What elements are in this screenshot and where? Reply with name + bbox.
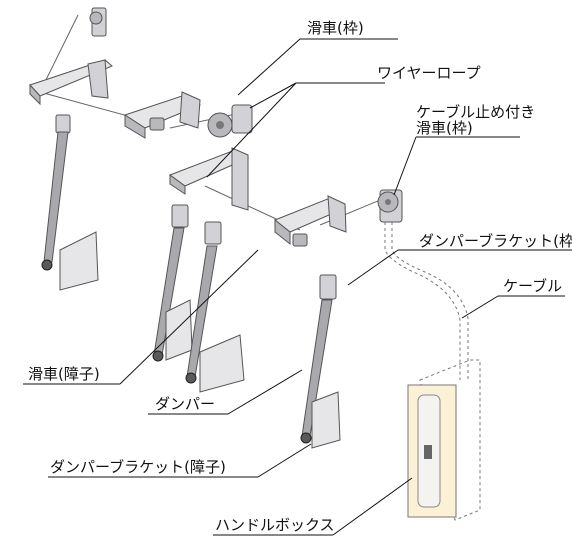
label-damper-bracket-sash: ダンパーブラケット(障子)	[50, 458, 226, 476]
label-cable-stop-pulley-line1: ケーブル止め付き	[416, 103, 535, 121]
handle-box	[407, 359, 481, 521]
top-left-pulley-assembly	[29, 7, 113, 106]
label-damper-bracket-frame: ダンパーブラケット(枠	[419, 232, 572, 250]
label-cable-stop-pulley-line2: 滑車(枠)	[416, 119, 473, 137]
label-handle-box: ハンドルボックス	[215, 516, 335, 534]
cable-stop-pulley	[377, 189, 403, 223]
label-damper: ダンパー	[155, 395, 215, 413]
center-bracket	[168, 147, 250, 211]
right-damper-assembly	[300, 274, 341, 449]
center-damper-pair	[152, 204, 245, 393]
label-pulley-frame: 滑車(枠)	[307, 19, 364, 37]
upper-middle-bracket	[123, 91, 202, 139]
cable	[384, 222, 469, 380]
label-wire-rope: ワイヤーロープ	[377, 64, 481, 82]
leader-lines	[23, 38, 572, 536]
pulley-sash-bracket	[274, 195, 347, 247]
pulley-frame-part	[207, 104, 253, 138]
label-cable: ケーブル	[503, 277, 562, 295]
left-damper-assembly	[41, 114, 99, 291]
label-pulley-sash: 滑車(障子)	[28, 365, 100, 383]
